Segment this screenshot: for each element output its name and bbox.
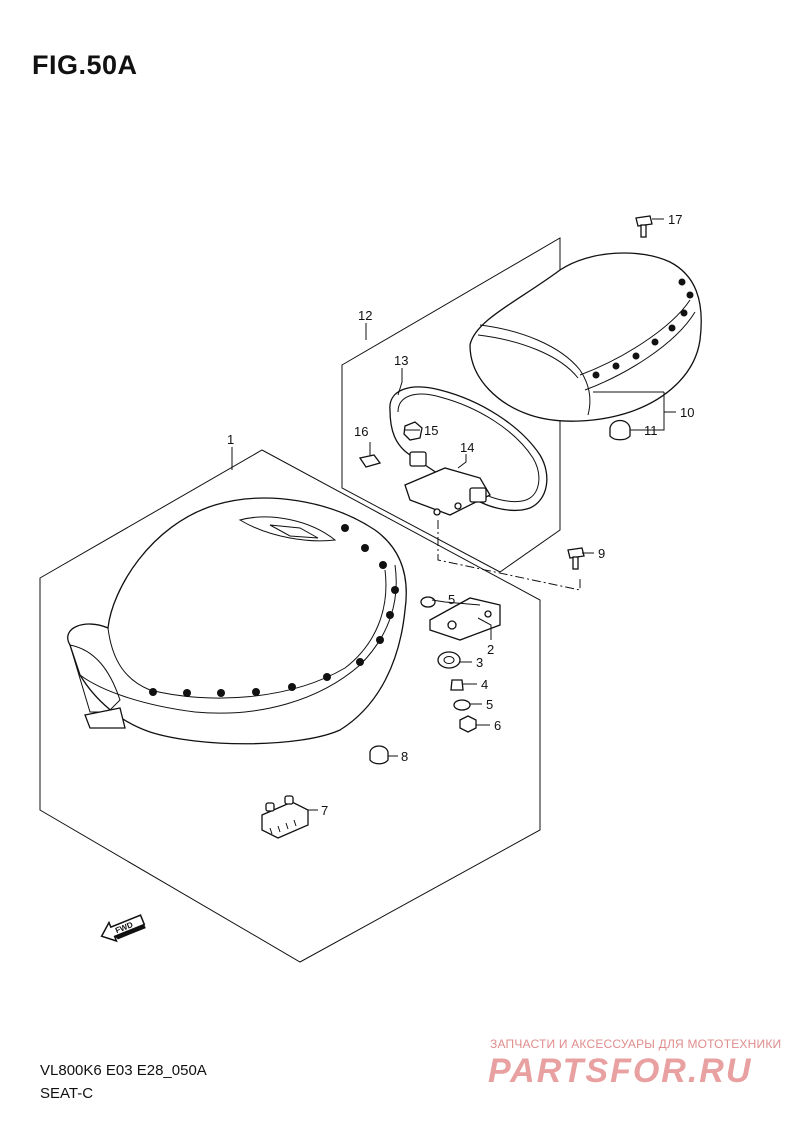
washer-part-5-upper [420, 596, 436, 608]
callout-14: 14 [460, 440, 474, 455]
callout-16: 16 [354, 424, 368, 439]
connector-part-7 [261, 795, 309, 839]
assembly-centerline [437, 520, 581, 591]
main-seat-group-frame [39, 449, 541, 963]
callout-1: 1 [227, 432, 234, 447]
rear-seat-part-10 [469, 252, 702, 422]
washer-part-5-lower [453, 699, 471, 711]
grommet-part-3 [437, 651, 461, 669]
callout-12: 12 [358, 308, 372, 323]
callout-3: 3 [476, 655, 483, 670]
nut-part-6 [459, 715, 477, 733]
watermark-logo: PARTSFOR.RU [488, 1052, 753, 1090]
bolt-part-17 [635, 215, 653, 238]
callout-5-lower: 5 [486, 697, 493, 712]
section-name: SEAT-C [40, 1085, 94, 1102]
bracket-part-14 [404, 451, 491, 516]
bracket-part-2 [429, 597, 501, 641]
pad-part-16 [358, 454, 382, 468]
forward-arrow-icon: FWD [100, 914, 146, 943]
collar-part-4 [450, 679, 464, 691]
callout-17: 17 [668, 212, 682, 227]
callout-13: 13 [394, 353, 408, 368]
figure-title: FIG.50A [32, 50, 138, 80]
callout-15: 15 [424, 423, 438, 438]
cushion-part-11 [609, 419, 631, 441]
callout-6: 6 [494, 718, 501, 733]
leader-lines [231, 218, 676, 811]
bolt-part-9 [567, 547, 585, 570]
callout-4: 4 [481, 677, 488, 692]
nut-part-15 [403, 421, 423, 441]
cap-part-8 [369, 745, 389, 765]
callout-9: 9 [598, 546, 605, 561]
callout-10: 10 [680, 405, 694, 420]
callout-7: 7 [321, 803, 328, 818]
callout-8: 8 [401, 749, 408, 764]
rear-seat-group-frame [341, 237, 561, 573]
callout-5-upper: 5 [448, 592, 455, 607]
callout-11: 11 [644, 423, 658, 438]
watermark-tagline: ЗАПЧАСТИ И АКСЕССУАРЫ ДЛЯ МОТОТЕХНИКИ [490, 1037, 782, 1051]
model-code: VL800K6 E03 E28_050A [40, 1062, 207, 1079]
front-seat-part-1 [67, 497, 407, 745]
callout-2: 2 [487, 642, 494, 657]
